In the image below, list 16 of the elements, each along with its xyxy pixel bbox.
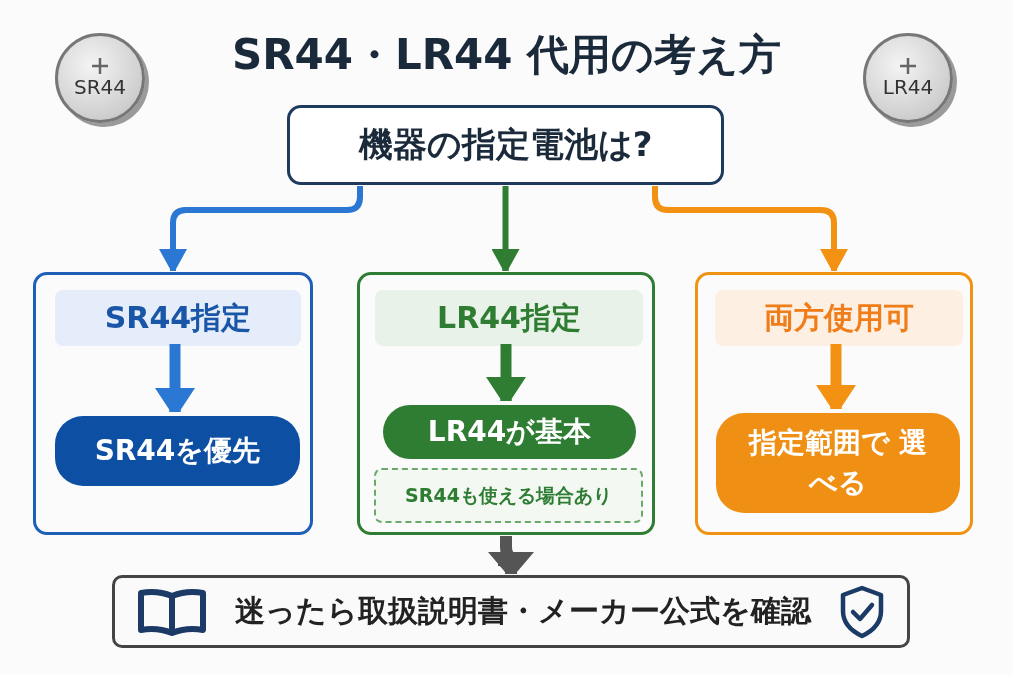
result-pill: 指定範囲で 選べる bbox=[716, 413, 960, 513]
panel bbox=[695, 272, 973, 535]
battery-label: SR44 bbox=[73, 75, 126, 99]
note-box: SR44も使える場合あり bbox=[374, 468, 643, 523]
header-band: SR44指定 bbox=[55, 290, 301, 346]
panel bbox=[33, 272, 313, 535]
battery-label: LR44 bbox=[882, 75, 934, 99]
question-box: 機器の指定電池は? bbox=[287, 105, 724, 185]
result-pill: LR44が基本 bbox=[383, 405, 636, 459]
result-pill: SR44を優先 bbox=[55, 416, 300, 486]
title: SR44・LR44 代用の考え方 bbox=[230, 29, 783, 81]
panel bbox=[357, 272, 655, 535]
note-text: 迷ったら取扱説明書・メーカー公式を確認 bbox=[235, 592, 811, 630]
header-band: 両方使用可 bbox=[715, 290, 963, 346]
header-band: LR44指定 bbox=[375, 290, 643, 346]
note-box bbox=[112, 575, 910, 648]
